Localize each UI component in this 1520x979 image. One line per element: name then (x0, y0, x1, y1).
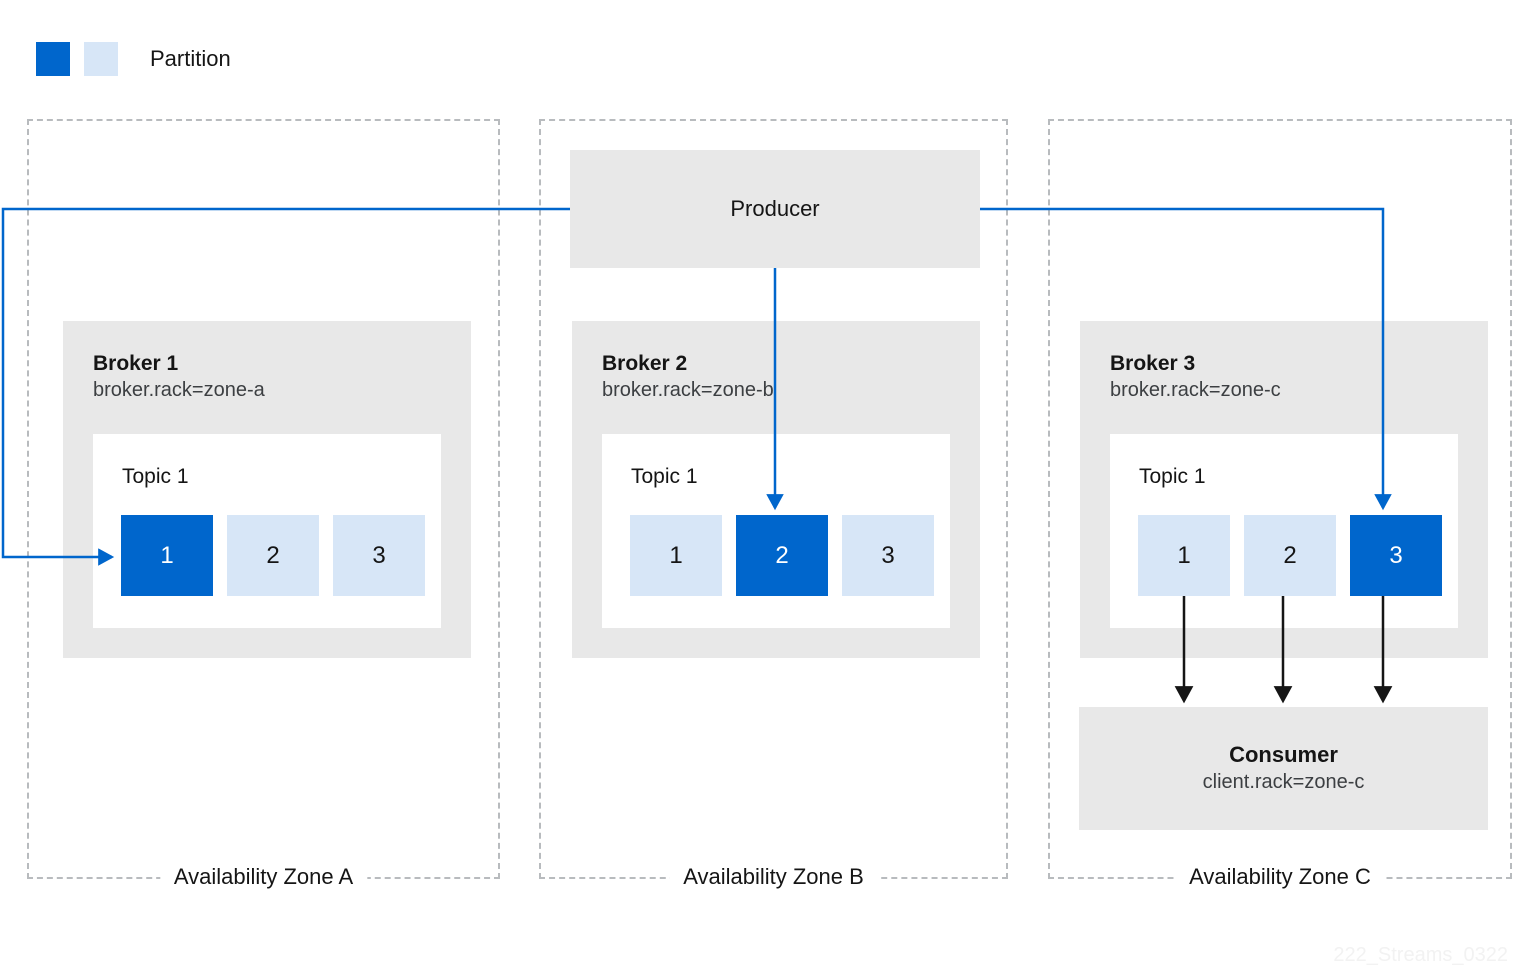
broker-2-partition-list: 1 2 3 (630, 515, 934, 596)
broker-1-partition-3[interactable]: 3 (333, 515, 425, 596)
broker-1-partition-1[interactable]: 1 (121, 515, 213, 596)
consumer-node: Consumer client.rack=zone-c (1079, 707, 1488, 830)
broker-3-topic-box: Topic 1 1 2 3 (1110, 434, 1458, 628)
broker-3-topic-title: Topic 1 (1139, 465, 1206, 488)
broker-3-partition-1[interactable]: 1 (1138, 515, 1230, 596)
broker-3-partition-2[interactable]: 2 (1244, 515, 1336, 596)
broker-1-title: Broker 1 (93, 352, 179, 375)
producer-title: Producer (730, 195, 820, 221)
broker-2-partition-1[interactable]: 1 (630, 515, 722, 596)
availability-zone-a-label: Availability Zone A (159, 866, 368, 888)
broker-1-rack: broker.rack=zone-a (93, 379, 265, 401)
legend-label: Partition (150, 46, 231, 71)
watermark: 222_Streams_0322 (1333, 944, 1508, 966)
broker-2-topic-title: Topic 1 (631, 465, 698, 488)
consumer-title: Consumer (1229, 741, 1338, 767)
broker-3-partition-list: 1 2 3 (1138, 515, 1442, 596)
broker-2-topic-box: Topic 1 1 2 3 (602, 434, 950, 628)
broker-1-topic-box: Topic 1 1 2 3 (93, 434, 441, 628)
broker-card-1: Broker 1 broker.rack=zone-a Topic 1 1 2 … (63, 321, 471, 658)
broker-3-partition-3[interactable]: 3 (1350, 515, 1442, 596)
broker-1-partition-2[interactable]: 2 (227, 515, 319, 596)
availability-zone-c: Availability Zone C (1048, 119, 1512, 888)
broker-2-title: Broker 2 (602, 352, 688, 375)
broker-3-rack: broker.rack=zone-c (1110, 379, 1281, 401)
consumer-rack: client.rack=zone-c (1202, 771, 1365, 794)
legend: Partition (36, 42, 231, 76)
broker-2-rack: broker.rack=zone-b (602, 379, 774, 401)
broker-2-partition-3[interactable]: 3 (842, 515, 934, 596)
broker-card-2: Broker 2 broker.rack=zone-b Topic 1 1 2 … (572, 321, 980, 658)
broker-card-3: Broker 3 broker.rack=zone-c Topic 1 1 2 … (1080, 321, 1488, 658)
broker-1-topic-title: Topic 1 (122, 465, 189, 488)
broker-2-partition-2[interactable]: 2 (736, 515, 828, 596)
availability-zone-b-label: Availability Zone B (669, 866, 878, 888)
legend-swatch-inactive-partition (84, 42, 118, 76)
broker-1-partition-list: 1 2 3 (121, 515, 425, 596)
legend-swatch-active-partition (36, 42, 70, 76)
availability-zone-c-label: Availability Zone C (1175, 866, 1385, 888)
broker-3-title: Broker 3 (1110, 352, 1196, 375)
producer-node: Producer (570, 150, 980, 268)
